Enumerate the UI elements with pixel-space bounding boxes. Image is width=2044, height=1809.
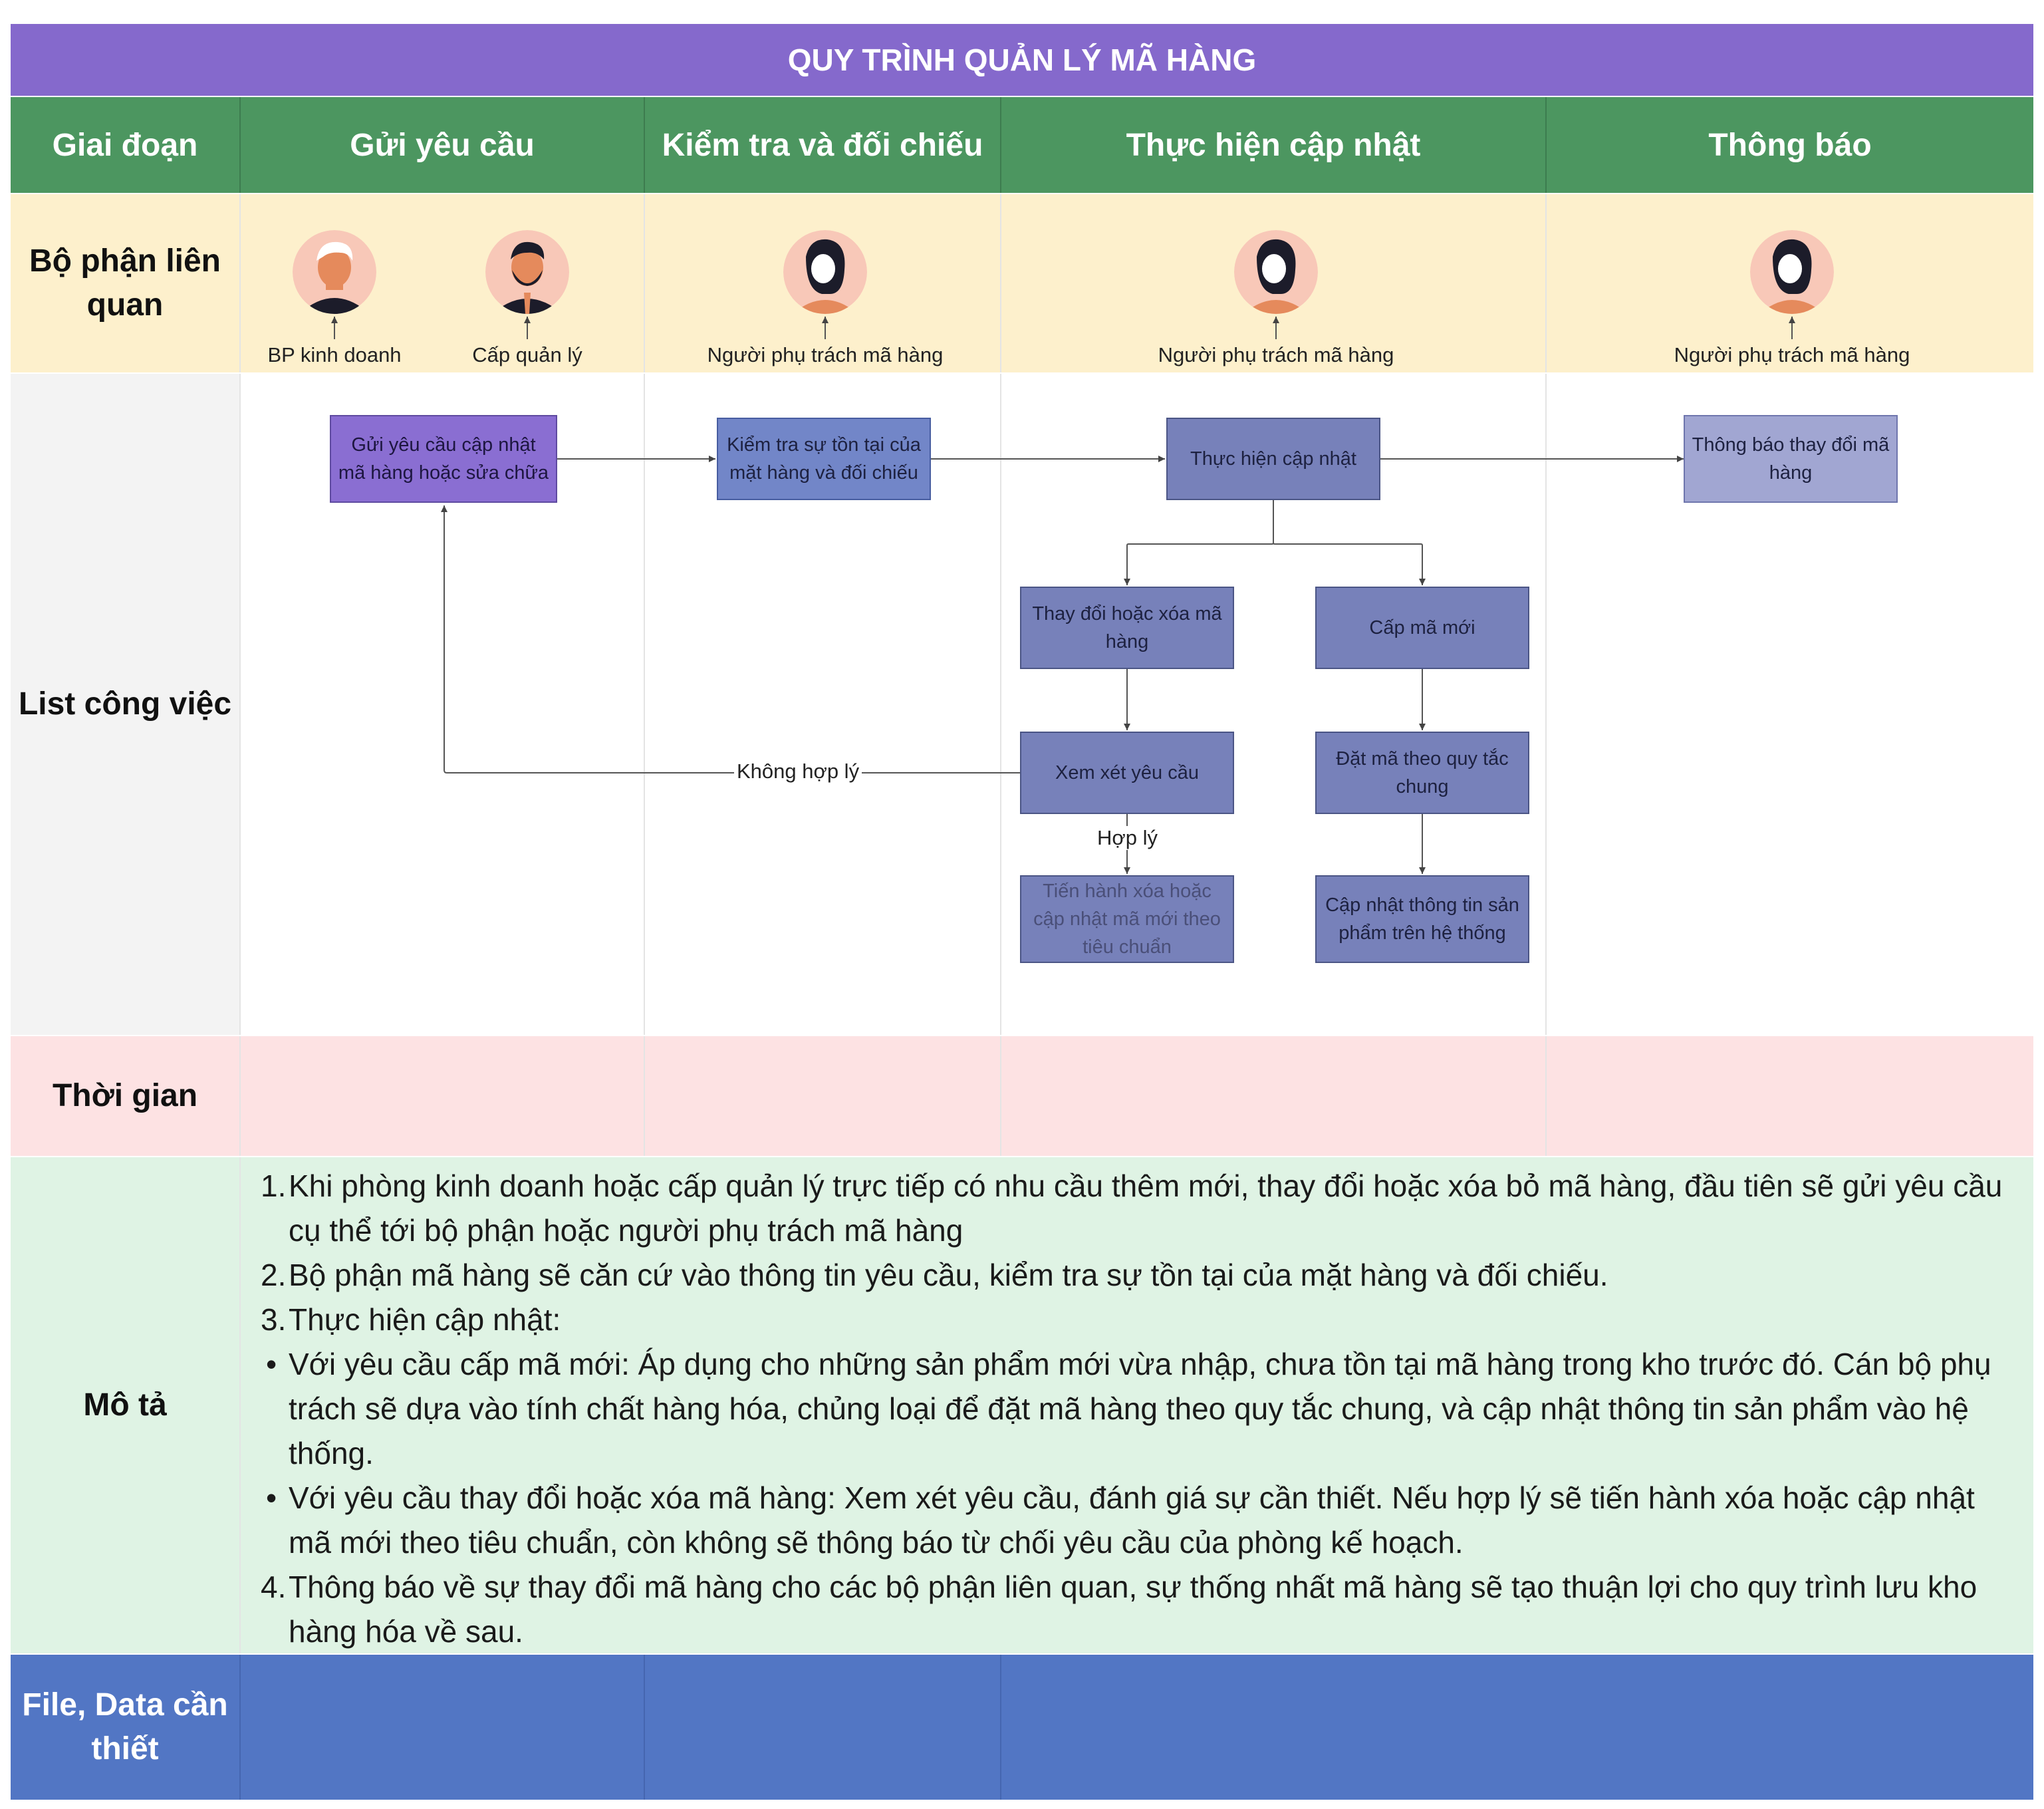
page-title: QUY TRÌNH QUẢN LÝ MÃ HÀNG — [787, 43, 1257, 77]
person-label-owner-check: Người phụ trách mã hàng — [707, 343, 944, 366]
avatar-sales — [293, 230, 376, 314]
person-label-owner-update: Người phụ trách mã hàng — [1158, 343, 1394, 366]
avatar-manager — [485, 230, 569, 314]
row-label-time: Thời gian — [11, 1036, 241, 1156]
tasks-cell-update — [1001, 374, 1547, 1035]
node-change-delete[interactable]: Thay đổi hoặc xóa mã hàng — [1020, 587, 1234, 669]
column-header-send-request: Gửi yêu cầu — [241, 97, 645, 193]
person-label-sales: BP kinh doanh — [267, 343, 402, 366]
person-label-owner-notify: Người phụ trách mã hàng — [1674, 343, 1910, 366]
departments-cell-check — [645, 194, 1001, 372]
label-reasonable: Hợp lý — [1094, 826, 1160, 850]
node-do-update[interactable]: Thực hiện cập nhật — [1166, 418, 1380, 500]
description-item: 1.Khi phòng kinh doanh hoặc cấp quản lý … — [261, 1169, 2003, 1248]
node-apply-change[interactable]: Tiến hành xóa hoặc cập nhật mã mới theo … — [1020, 875, 1234, 963]
node-review-request[interactable]: Xem xét yêu cầu — [1020, 732, 1234, 814]
column-header-stage: Giai đoạn — [11, 97, 241, 193]
description-item: •Với yêu cầu thay đổi hoặc xóa mã hàng: … — [266, 1480, 1975, 1560]
header-row — [11, 97, 2033, 193]
row-label-tasks: List công việc — [11, 374, 241, 1035]
time-cell-update[interactable] — [1001, 1036, 1547, 1156]
row-label-description: Mô tả — [11, 1157, 241, 1653]
files-cell-send[interactable] — [241, 1655, 645, 1800]
avatar-owner-update — [1234, 230, 1318, 314]
node-update-info[interactable]: Cập nhật thông tin sản phẩm trên hệ thốn… — [1315, 875, 1529, 963]
node-new-code[interactable]: Cấp mã mới — [1315, 587, 1529, 669]
column-header-notify: Thông báo — [1708, 127, 1872, 163]
node-set-code-rule[interactable]: Đặt mã theo quy tắc chung — [1315, 732, 1529, 814]
title-bar: QUY TRÌNH QUẢN LÝ MÃ HÀNG — [11, 24, 2033, 96]
departments-cell-send — [241, 194, 645, 372]
time-cell-notify[interactable] — [1547, 1036, 2033, 1156]
tasks-cell-send — [241, 374, 645, 1035]
row-label-departments: Bộ phận liên quan — [11, 194, 241, 372]
time-row — [11, 1036, 2033, 1156]
description-item: 2.Bộ phận mã hàng sẽ căn cứ vào thông ti… — [261, 1258, 1608, 1292]
column-header-check: Kiểm tra và đối chiếu — [645, 97, 1001, 193]
description-list: 1.Khi phòng kinh doanh hoặc cấp quản lý … — [261, 1164, 2025, 1654]
files-row — [11, 1655, 2033, 1800]
description-item: •Với yêu cầu cấp mã mới: Áp dụng cho nhữ… — [266, 1347, 1991, 1470]
files-cell-check[interactable] — [645, 1655, 1001, 1800]
files-cell-update-notify[interactable] — [1001, 1655, 2033, 1800]
node-check-exist[interactable]: Kiểm tra sự tồn tại của mặt hàng và đối … — [717, 418, 931, 500]
avatar-owner-check — [783, 230, 867, 314]
description-item: 4.Thông báo về sự thay đổi mã hàng cho c… — [261, 1570, 1978, 1649]
time-cell-check[interactable] — [645, 1036, 1001, 1156]
column-header-update: Thực hiện cập nhật — [1001, 97, 1547, 193]
node-send-request[interactable]: Gửi yêu cầu cập nhật mã hàng hoặc sửa ch… — [330, 415, 557, 503]
node-notify-change[interactable]: Thông báo thay đổi mã hàng — [1684, 415, 1898, 503]
label-unreasonable: Không hợp lý — [734, 760, 862, 783]
person-label-manager: Cấp quản lý — [472, 343, 582, 366]
description-row — [11, 1157, 2033, 1653]
tasks-cell-check — [645, 374, 1001, 1035]
row-label-files: File, Data cần thiết — [11, 1655, 241, 1800]
avatar-owner-notify — [1750, 230, 1834, 314]
departments-cell-update — [1001, 194, 1547, 372]
time-cell-send[interactable] — [241, 1036, 645, 1156]
description-item: 3.Thực hiện cập nhật: — [261, 1302, 561, 1337]
